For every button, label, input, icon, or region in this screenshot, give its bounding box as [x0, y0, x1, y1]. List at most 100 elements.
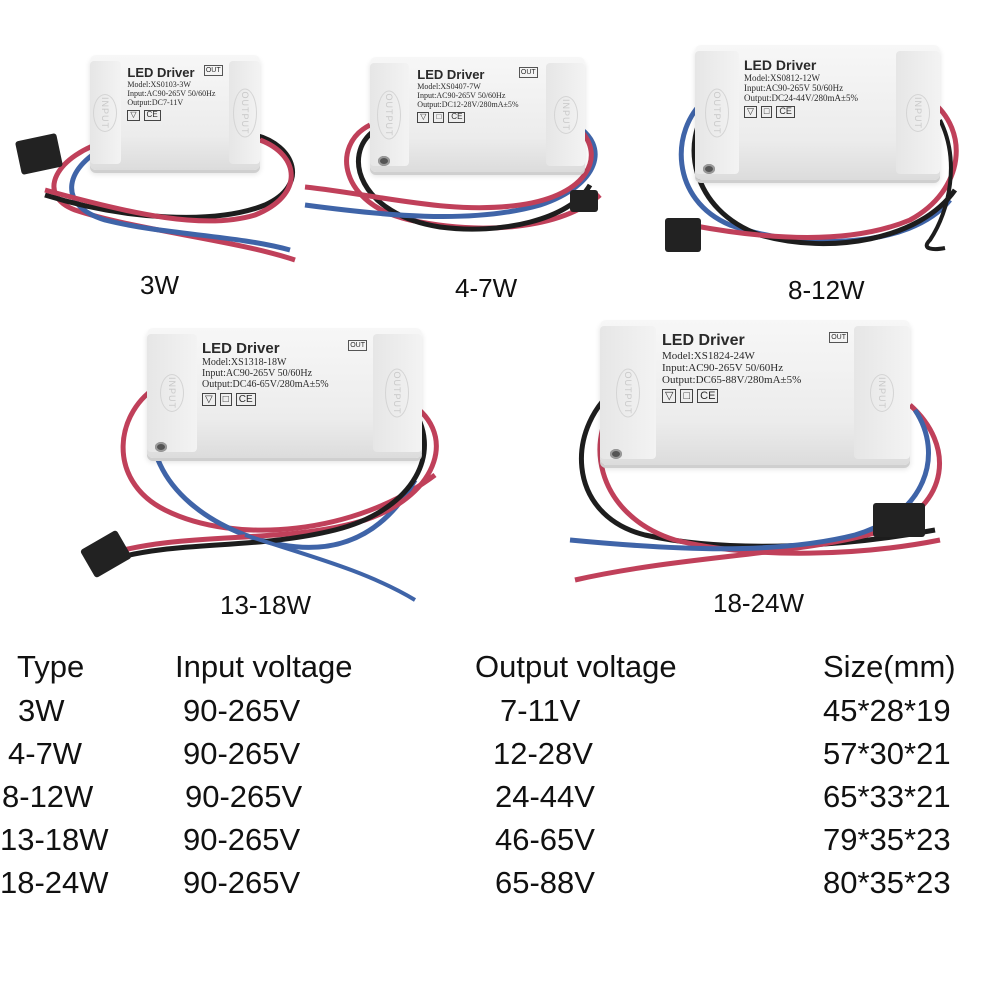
label-title: LED Driver	[744, 57, 817, 73]
cell-input-voltage: 90-265V	[185, 778, 303, 814]
label-model: Model:XS0407-7W	[417, 82, 481, 91]
cell-output-voltage: 24-44V	[495, 778, 595, 814]
out-symbol: OUT	[348, 340, 367, 351]
product-caption: 8-12W	[788, 275, 865, 305]
product-4-7w: OUTPUT INPUT LED Driver Model:XS0407-7W …	[300, 45, 620, 303]
cell-input-voltage: 90-265V	[183, 692, 301, 728]
label-output: Output:DC65-88V/280mA±5%	[662, 374, 802, 386]
wire-harness	[304, 122, 602, 232]
ce-mark-icon: CE	[448, 112, 466, 123]
mounting-hole	[610, 449, 622, 459]
label-title: LED Driver	[202, 340, 280, 357]
cell-output-voltage: 65-88V	[495, 864, 595, 900]
input-end-cap: INPUT	[147, 334, 197, 452]
driver-case: OUTPUT INPUT LED Driver Model:XS1824-24W…	[600, 320, 910, 465]
product-caption: 18-24W	[713, 588, 805, 618]
output-end-cap: OUTPUT	[372, 334, 422, 452]
table-row: 4-7W 90-265V 12-28V 57*30*21	[0, 732, 1000, 775]
label-output: Output:DC12-28V/280mA±5%	[417, 100, 519, 109]
out-symbol: OUT	[203, 65, 223, 76]
product-caption: 4-7W	[455, 273, 518, 303]
mounting-hole	[703, 164, 715, 174]
column-header-type: Type	[17, 649, 85, 684]
cell-output-voltage: 12-28V	[493, 735, 593, 771]
label-output: Output:DC46-65V/280mA±5%	[202, 379, 329, 390]
input-end-cap: INPUT	[854, 326, 910, 459]
input-end-cap: INPUT	[90, 61, 121, 164]
cell-size: 79*35*23	[823, 821, 951, 857]
label-output: Output:DC24-44V/280mA±5%	[744, 93, 858, 103]
recycle-mark-icon: ▽	[127, 110, 140, 121]
specification-table: Type Input voltage Output voltage Size(m…	[0, 645, 1000, 904]
driver-label: LED Driver Model:XS0103-3W Input:AC90-26…	[127, 65, 223, 162]
cell-type: 13-18W	[0, 821, 109, 857]
driver-case: INPUT OUTPUT LED Driver Model:XS1318-18W…	[147, 328, 422, 458]
double-insulation-icon: □	[680, 389, 694, 404]
cell-type: 3W	[18, 692, 65, 728]
label-input: Input:AC90-265V 50/60Hz	[744, 83, 844, 93]
cell-size: 57*30*21	[823, 735, 951, 771]
cell-size: 80*35*23	[823, 864, 951, 900]
label-title: LED Driver	[127, 65, 195, 80]
driver-label: LED Driver Model:XS0812-12W Input:AC90-2…	[744, 57, 891, 172]
double-insulation-icon: □	[219, 393, 232, 406]
cell-input-voltage: 90-265V	[183, 864, 301, 900]
driver-case: OUTPUT INPUT LED Driver Model:XS0812-12W…	[695, 45, 940, 180]
ce-mark-icon: CE	[776, 106, 795, 118]
output-end-cap: OUTPUT	[229, 61, 260, 164]
column-header-input-voltage: Input voltage	[175, 649, 353, 684]
cell-type: 4-7W	[8, 735, 83, 771]
product-caption: 13-18W	[220, 590, 312, 620]
recycle-mark-icon: ▽	[662, 389, 677, 404]
label-input: Input:AC90-265V 50/60Hz	[662, 362, 784, 374]
ce-mark-icon: CE	[143, 110, 161, 121]
recycle-mark-icon: ▽	[417, 112, 430, 123]
label-title: LED Driver	[417, 67, 485, 82]
ce-mark-icon: CE	[235, 393, 256, 406]
input-end-cap: INPUT	[546, 63, 585, 166]
output-end-cap: OUTPUT	[695, 51, 740, 174]
certification-marks: ▽ □ CE	[662, 389, 848, 404]
table-row: 3W 90-265V 7-11V 45*28*19	[0, 689, 1000, 732]
product-18-24w: OUTPUT INPUT LED Driver Model:XS1824-24W…	[555, 315, 975, 620]
driver-case: INPUT OUTPUT LED Driver Model:XS0103-3W …	[90, 55, 260, 170]
product-caption: 3W	[140, 270, 179, 300]
mounting-hole	[378, 156, 390, 166]
label-model: Model:XS1824-24W	[662, 350, 755, 362]
table-header-row: Type Input voltage Output voltage Size(m…	[0, 645, 1000, 689]
table-row: 18-24W 90-265V 65-88V 80*35*23	[0, 861, 1000, 904]
cell-input-voltage: 90-265V	[183, 735, 301, 771]
cell-size: 45*28*19	[823, 692, 951, 728]
output-end-cap: OUTPUT	[370, 63, 409, 166]
label-model: Model:XS0103-3W	[127, 80, 191, 89]
certification-marks: ▽ □ CE	[744, 106, 891, 118]
out-symbol: OUT	[518, 67, 538, 78]
wire-harness	[15, 132, 296, 263]
label-title: LED Driver	[662, 332, 745, 349]
certification-marks: ▽ □ CE	[202, 393, 367, 406]
cell-type: 18-24W	[0, 864, 109, 900]
ce-mark-icon: CE	[697, 389, 719, 404]
certification-marks: ▽ □ CE	[417, 112, 537, 123]
double-insulation-icon: □	[433, 112, 445, 123]
double-insulation-icon: □	[760, 106, 773, 118]
mounting-hole	[155, 442, 167, 452]
label-input: Input:AC90-265V 50/60Hz	[127, 89, 216, 98]
driver-label: LED Driver Model:XS0407-7W Input:AC90-26…	[417, 67, 538, 164]
product-8-12w: OUTPUT INPUT LED Driver Model:XS0812-12W…	[660, 40, 980, 305]
label-input: Input:AC90-265V 50/60Hz	[417, 91, 506, 100]
driver-label: LED Driver Model:XS1824-24W Input:AC90-2…	[662, 332, 848, 457]
cell-input-voltage: 90-265V	[183, 821, 301, 857]
label-model: Model:XS0812-12W	[744, 73, 820, 83]
product-3w: INPUT OUTPUT LED Driver Model:XS0103-3W …	[15, 45, 315, 300]
column-header-size: Size(mm)	[823, 649, 956, 684]
label-output: Output:DC7-11V	[127, 98, 184, 107]
certification-marks: ▽ CE	[127, 110, 222, 121]
input-end-cap: INPUT	[895, 51, 940, 174]
driver-case: OUTPUT INPUT LED Driver Model:XS0407-7W …	[370, 57, 585, 172]
cell-size: 65*33*21	[823, 778, 951, 814]
driver-label: LED Driver Model:XS1318-18W Input:AC90-2…	[202, 340, 367, 450]
out-symbol: OUT	[829, 332, 848, 343]
wire-harness	[665, 98, 959, 252]
table-row: 13-18W 90-265V 46-65V 79*35*23	[0, 818, 1000, 861]
